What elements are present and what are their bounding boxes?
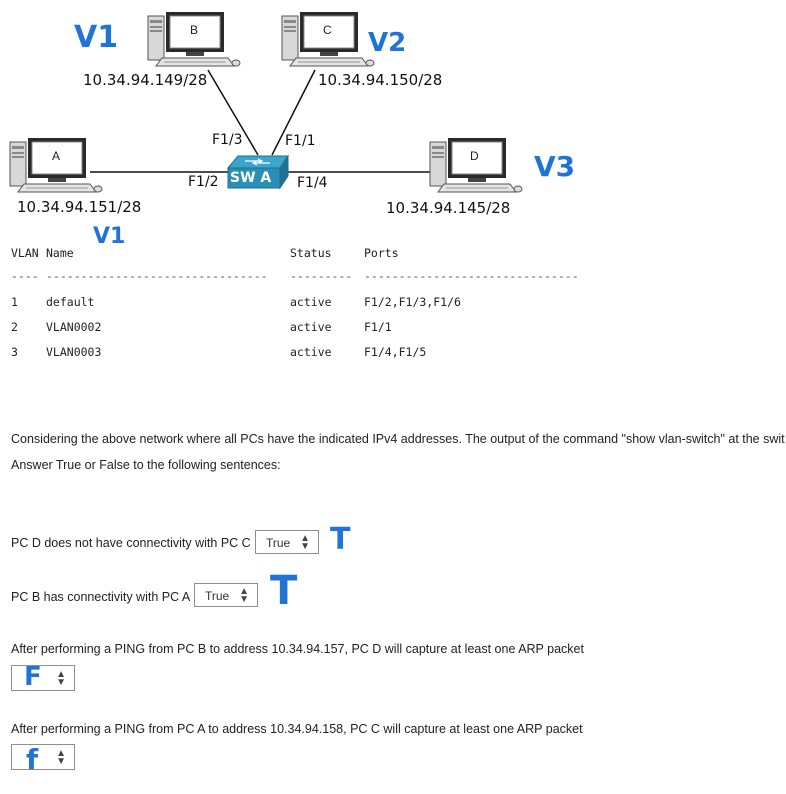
row-name: VLAN0003 bbox=[46, 345, 102, 359]
row-status: active bbox=[290, 345, 332, 359]
pc-d-computer-icon bbox=[429, 137, 523, 193]
intro-instruction: Answer True or False to the following se… bbox=[11, 458, 281, 472]
col-header-name: Name bbox=[46, 246, 74, 260]
handwritten-v1-top: V1 bbox=[74, 20, 119, 55]
intro-text: Considering the above network where all … bbox=[11, 432, 785, 446]
pc-a-computer-icon bbox=[9, 137, 103, 193]
handwritten-v2: V2 bbox=[368, 28, 407, 58]
link-b-switch bbox=[207, 69, 259, 156]
dash-ports: ------------------------------- bbox=[364, 269, 579, 283]
pc-c-label: C bbox=[323, 23, 332, 37]
handwritten-v3: V3 bbox=[534, 150, 576, 183]
question-4-text: After performing a PING from PC A to add… bbox=[11, 722, 583, 736]
question-1-text: PC D does not have connectivity with PC … bbox=[11, 536, 251, 550]
dash-name: -------------------------------- bbox=[46, 269, 268, 283]
row-status: active bbox=[290, 295, 332, 309]
question-4-select[interactable]: f ▲▼ bbox=[11, 743, 75, 776]
question-3-text: After performing a PING from PC B to add… bbox=[11, 642, 584, 656]
question-3-selected-value: F bbox=[24, 662, 42, 692]
diagram-links bbox=[9, 11, 523, 193]
row-ports: F1/4,F1/5 bbox=[364, 345, 427, 359]
dash-status: --------- bbox=[290, 269, 353, 283]
row-vlan: 2 bbox=[11, 320, 18, 334]
question-3-select[interactable]: F ▲▼ bbox=[11, 662, 75, 692]
col-header-vlan: VLAN bbox=[11, 246, 39, 260]
port-f12-label: F1/2 bbox=[188, 174, 219, 190]
handwritten-v1-bottom: V1 bbox=[93, 224, 126, 249]
row-name: default bbox=[46, 295, 95, 309]
question-2-select[interactable]: True ▲▼ bbox=[194, 583, 258, 607]
switch-icon bbox=[226, 154, 289, 190]
pc-b-computer-icon bbox=[147, 11, 241, 67]
col-header-status: Status bbox=[290, 246, 332, 260]
col-header-ports: Ports bbox=[364, 246, 399, 260]
row-vlan: 3 bbox=[11, 345, 18, 359]
port-f11-label: F1/1 bbox=[285, 133, 316, 149]
switch-label: SW A bbox=[230, 170, 272, 186]
updown-arrow-icon: ▲▼ bbox=[239, 586, 249, 605]
port-f13-label: F1/3 bbox=[212, 132, 243, 148]
question-4-selected-value: f bbox=[26, 743, 39, 776]
dash-vlan: ---- bbox=[11, 269, 39, 283]
pc-d-label: D bbox=[470, 149, 479, 163]
updown-arrow-icon: ▲▼ bbox=[300, 533, 310, 552]
row-ports: F1/1 bbox=[364, 320, 392, 334]
pc-a-ip: 10.34.94.151/28 bbox=[17, 198, 142, 216]
handwritten-mark-2: T bbox=[270, 568, 298, 614]
pc-c-computer-icon bbox=[281, 11, 375, 67]
question-1-selected-value: True bbox=[266, 536, 291, 550]
pc-b-ip: 10.34.94.149/28 bbox=[83, 71, 208, 89]
network-diagram: A B C D 10.34.94.149/28 10.34.94.150/28 … bbox=[0, 0, 786, 249]
row-name: VLAN0002 bbox=[46, 320, 102, 334]
updown-arrow-icon: ▲▼ bbox=[56, 669, 66, 688]
row-status: active bbox=[290, 320, 332, 334]
question-2-text: PC B has connectivity with PC A bbox=[11, 590, 191, 604]
handwritten-mark-1: T bbox=[330, 522, 351, 557]
question-2-selected-value: True bbox=[205, 589, 230, 603]
pc-c-ip: 10.34.94.150/28 bbox=[318, 71, 443, 89]
question-1-select[interactable]: True ▲▼ bbox=[255, 530, 319, 554]
link-c-switch bbox=[271, 69, 316, 156]
pc-b-label: B bbox=[190, 23, 199, 37]
updown-arrow-icon: ▲▼ bbox=[56, 748, 66, 767]
pc-a-label: A bbox=[52, 149, 61, 163]
row-ports: F1/2,F1/3,F1/6 bbox=[364, 295, 461, 309]
row-vlan: 1 bbox=[11, 295, 18, 309]
port-f14-label: F1/4 bbox=[297, 175, 328, 191]
pc-d-ip: 10.34.94.145/28 bbox=[386, 199, 511, 217]
